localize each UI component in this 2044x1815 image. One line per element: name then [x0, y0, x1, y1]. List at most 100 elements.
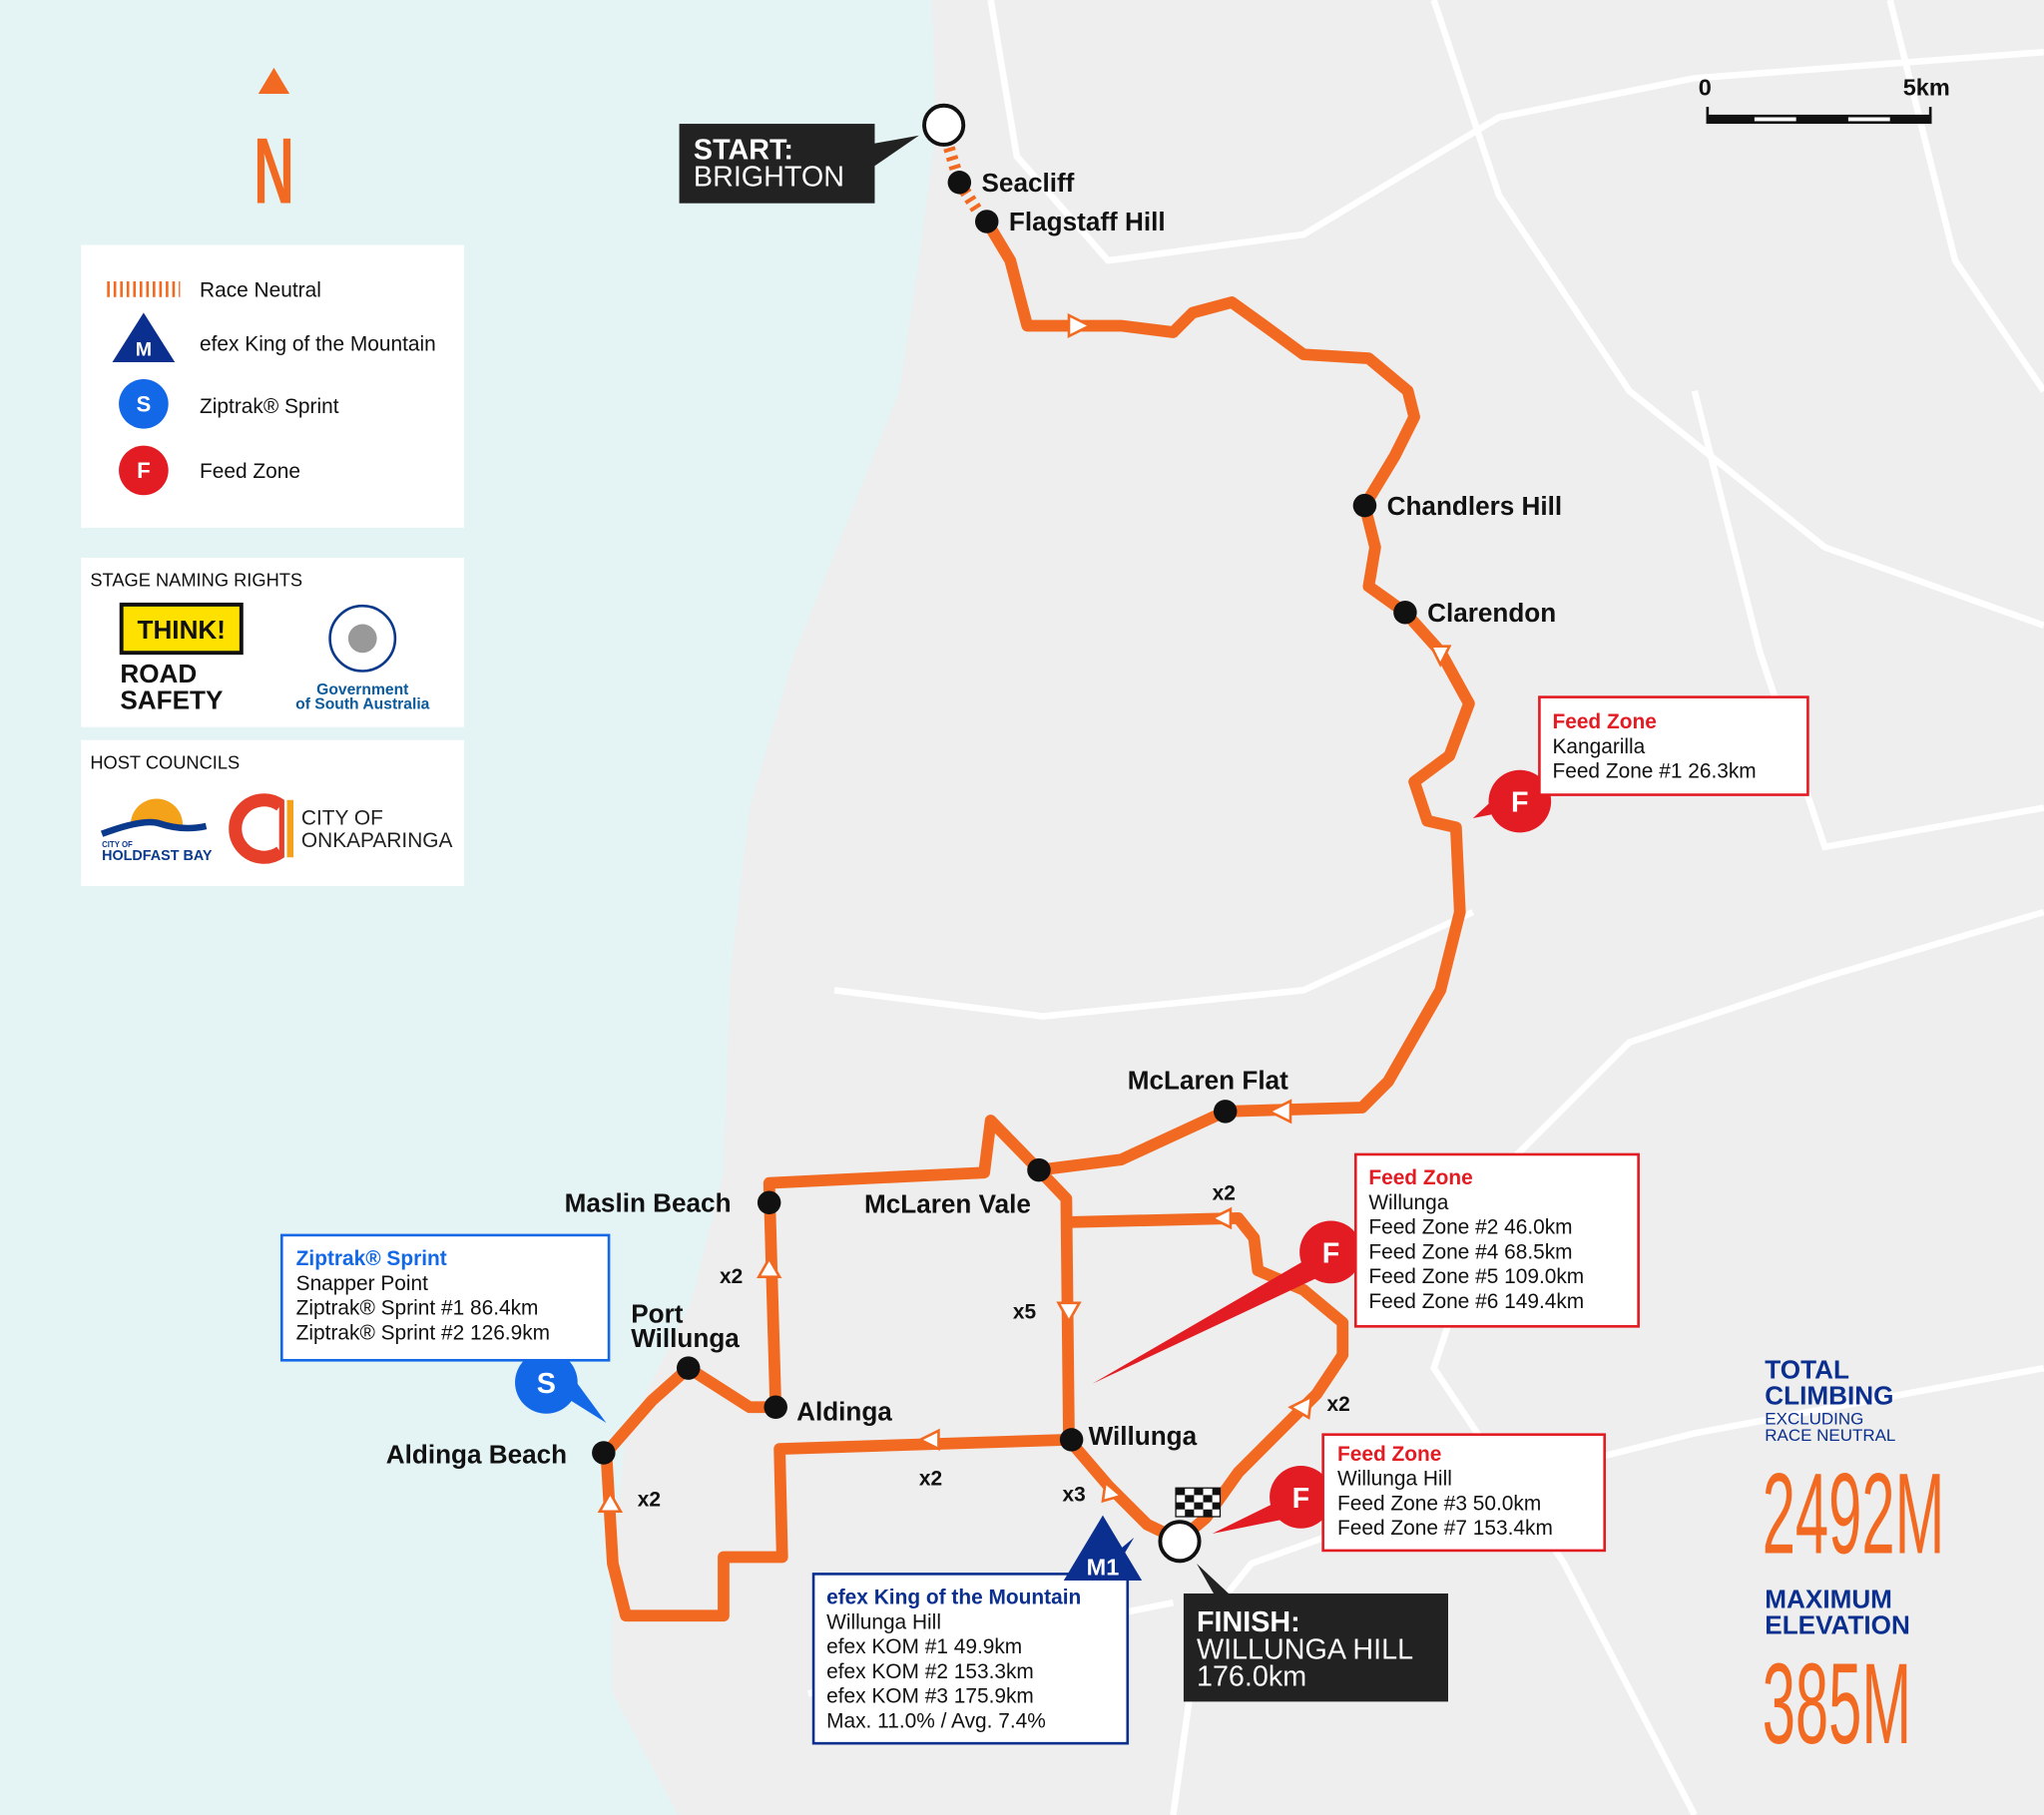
logo-text: ONKAPARINGA [301, 829, 453, 852]
stat-title: CLIMBING [1765, 1381, 1893, 1411]
place-mclaren-vale: McLaren Vale [864, 1189, 1031, 1219]
think-road-safety-logo: THINK! ROAD SAFETY [119, 602, 244, 714]
callout-line: Feed Zone #5 109.0km [1368, 1265, 1584, 1288]
feed-pointer [1212, 1498, 1290, 1534]
callout-line: Feed Zone #1 26.3km [1552, 760, 1756, 783]
stat-title: MAXIMUM [1765, 1584, 1892, 1613]
callout-line: efex KOM #2 153.3km [826, 1660, 1034, 1683]
feed-zone-callout-kangarilla: Feed Zone Kangarilla Feed Zone #1 26.3km [1538, 695, 1809, 796]
start-place: BRIGHTON [694, 162, 844, 194]
kom-callout: efex King of the Mountain Willunga Hill … [811, 1573, 1130, 1745]
logo-text: SAFETY [120, 684, 223, 714]
logo-text: HOLDFAST BAY [102, 848, 213, 864]
place-aldinga-beach: Aldinga Beach [386, 1439, 567, 1469]
finish-label: FINISH: [1197, 1606, 1300, 1638]
sprint-glyph: S [537, 1368, 556, 1400]
total-climbing-value: 2492M [1763, 1451, 1945, 1579]
lap-count: x2 [1327, 1393, 1350, 1416]
place-markers [592, 171, 1417, 1465]
legend-glyph: S [136, 392, 151, 417]
sprint-marker-icon[interactable] [515, 1351, 578, 1414]
callout-line: Feed Zone #3 50.0km [1337, 1492, 1541, 1515]
callout-line: efex KOM #1 49.9km [826, 1635, 1022, 1658]
callout-place: Willunga [1368, 1191, 1448, 1214]
onkaparinga-logo: CITY OF ONKAPARINGA [229, 793, 453, 864]
scale-bar: 0 5km [1699, 74, 1950, 125]
finish-box [1183, 1593, 1449, 1702]
start-label: START: [694, 134, 793, 166]
place-aldinga: Aldinga [796, 1396, 892, 1426]
callout-place: Snapper Point [296, 1272, 429, 1295]
north-label: N [254, 120, 294, 224]
finish-place: WILLUNGA HILL [1197, 1633, 1413, 1665]
feed-glyph: F [1511, 787, 1529, 819]
callout-title: efex King of the Mountain [826, 1586, 1081, 1608]
finish-flag-icon [1175, 1487, 1222, 1518]
government-sa-logo: Government of South Australia [295, 604, 430, 712]
callout-line: Feed Zone #7 153.4km [1337, 1517, 1553, 1540]
place-flagstaff-hill: Flagstaff Hill [1009, 207, 1166, 236]
feed-zone-marker-icon[interactable] [1299, 1220, 1362, 1284]
logo-text: of South Australia [295, 695, 430, 712]
logo-text: ROAD [120, 659, 197, 688]
legend-label: Race Neutral [200, 279, 321, 302]
stat-subtitle: RACE NEUTRAL [1765, 1426, 1895, 1445]
holdfast-bay-logo: CITY OF HOLDFAST BAY [100, 798, 213, 864]
callout-line: Ziptrak® Sprint #2 126.9km [296, 1321, 550, 1344]
place-mclaren-flat: McLaren Flat [1128, 1066, 1288, 1096]
callout-line: efex KOM #3 175.9km [826, 1685, 1034, 1708]
feed-circle-icon [119, 445, 169, 496]
kom-marker-icon[interactable] [1063, 1515, 1143, 1581]
legend-label: Ziptrak® Sprint [200, 395, 339, 418]
legend-label: Feed Zone [200, 460, 300, 483]
north-arrow-icon: N [254, 67, 294, 224]
sprint-circle-icon [119, 378, 169, 429]
scale-start: 0 [1699, 74, 1712, 100]
legend-glyph: F [137, 458, 151, 483]
lap-count: x2 [919, 1468, 942, 1491]
lap-count: x5 [1013, 1300, 1037, 1323]
section-title: STAGE NAMING RIGHTS [90, 570, 302, 591]
land [612, 0, 2044, 1815]
logo-text: CITY OF [301, 807, 383, 830]
sprint-callout: Ziptrak® Sprint Snapper Point Ziptrak® S… [279, 1233, 611, 1362]
feed-pointer [1092, 1257, 1319, 1384]
feed-zone-callout-willunga-hill: Feed Zone Willunga Hill Feed Zone #3 50.… [1321, 1433, 1607, 1553]
callout-title: Feed Zone [1368, 1166, 1472, 1189]
start-marker [922, 103, 966, 147]
kom-glyph: M1 [1087, 1555, 1120, 1581]
stats-panel: TOTAL CLIMBING EXCLUDING RACE NEUTRAL 24… [1763, 1355, 1945, 1769]
start-box [679, 124, 875, 204]
feed-zone-callout-willunga: Feed Zone Willunga Feed Zone #2 46.0km F… [1353, 1152, 1640, 1328]
kom-triangle-icon [112, 312, 176, 363]
callout-line: Feed Zone #4 68.5km [1368, 1240, 1572, 1263]
stat-subtitle: EXCLUDING [1765, 1409, 1863, 1428]
feed-zone-marker-icon[interactable] [1488, 769, 1552, 833]
stat-title: TOTAL [1765, 1355, 1849, 1385]
host-councils: HOST COUNCILS CITY OF HOLDFAST BAY CITY … [81, 739, 465, 886]
callout-title: Feed Zone [1552, 710, 1656, 733]
feed-glyph: F [1292, 1483, 1310, 1515]
section-title: HOST COUNCILS [90, 751, 240, 772]
callout-place: Willunga Hill [826, 1610, 941, 1633]
place-seacliff: Seacliff [982, 168, 1075, 198]
place-port-willunga-2: Willunga [631, 1323, 740, 1353]
stage-naming-rights: STAGE NAMING RIGHTS THINK! ROAD SAFETY G… [81, 557, 465, 727]
legend-glyph: M [136, 338, 152, 360]
lap-count: x2 [1213, 1182, 1236, 1205]
feed-glyph: F [1322, 1237, 1340, 1269]
place-port-willunga-1: Port [631, 1298, 684, 1328]
stat-title: ELEVATION [1765, 1609, 1910, 1639]
max-elevation-value: 385M [1763, 1640, 1911, 1768]
feed-zone-marker-icon[interactable] [1270, 1466, 1332, 1529]
callout-place: Kangarilla [1552, 735, 1645, 758]
place-clarendon: Clarendon [1427, 598, 1556, 628]
finish-marker [1158, 1520, 1202, 1564]
place-chandlers-hill: Chandlers Hill [1387, 491, 1563, 521]
place-willunga: Willunga [1089, 1421, 1198, 1451]
callout-line: Max. 11.0% / Avg. 7.4% [826, 1710, 1046, 1733]
scale-end: 5km [1903, 74, 1950, 100]
lap-count: x3 [1062, 1483, 1085, 1506]
logo-text: THINK! [138, 615, 226, 645]
